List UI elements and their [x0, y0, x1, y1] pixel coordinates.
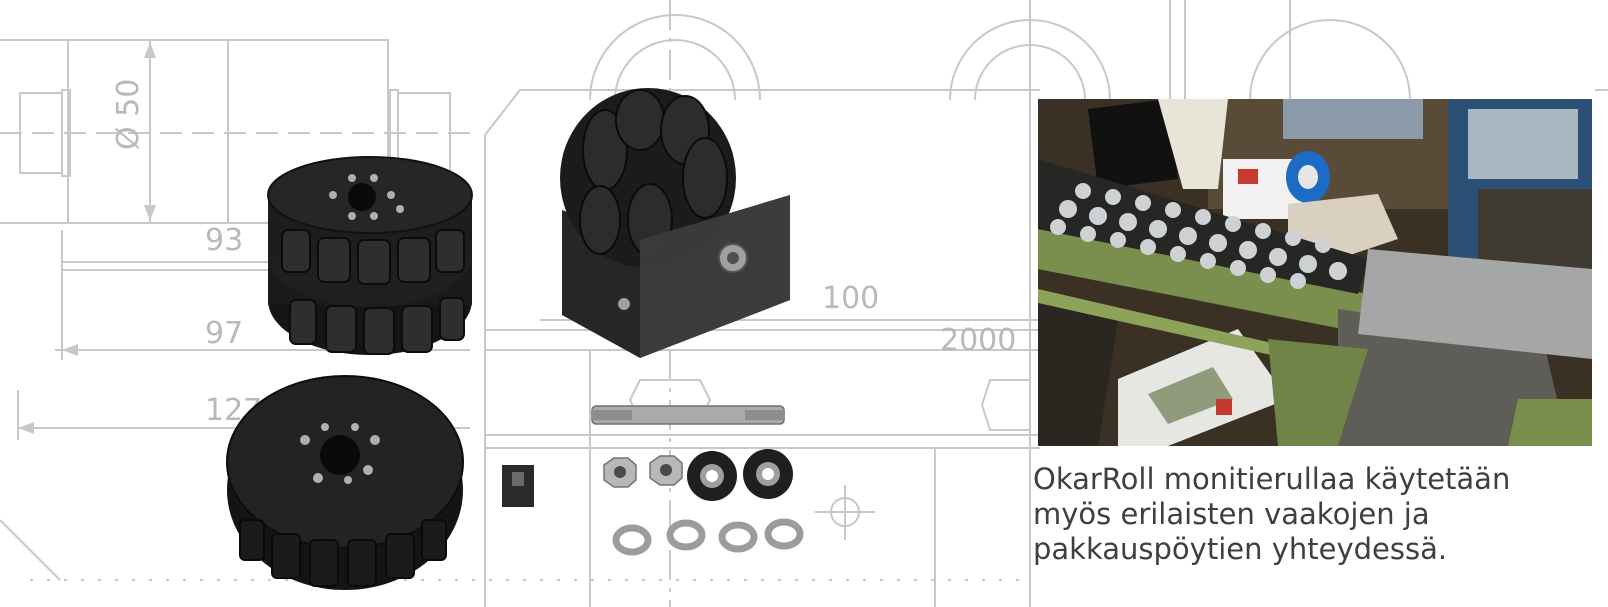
caption-line-1: OkarRoll monitierullaa käytetään [1033, 462, 1511, 496]
application-photo [1038, 99, 1592, 446]
caption-line-2: myös erilaisten vaakojen ja [1033, 497, 1430, 531]
dimension-100-label: 100 [822, 281, 879, 316]
diameter-label: Ø 50 [111, 79, 146, 150]
omni-wheel-double [267, 156, 473, 355]
axle-rod [591, 405, 785, 425]
dimension-2000-label: 2000 [940, 323, 1016, 358]
dimension-93-label: 93 [205, 223, 243, 258]
spacer-block [502, 465, 534, 507]
washers [612, 518, 804, 556]
dimension-97-label: 97 [205, 316, 243, 351]
caption-line-3: pakkauspöytien yhteydessä. [1033, 532, 1448, 566]
omni-wheel-single [226, 375, 464, 590]
lock-nuts [603, 455, 683, 488]
ball-bearings [687, 449, 793, 501]
omni-wheel-with-bracket [560, 88, 790, 358]
photo-caption: OkarRoll monitierullaa käytetään myös er… [1033, 462, 1593, 567]
